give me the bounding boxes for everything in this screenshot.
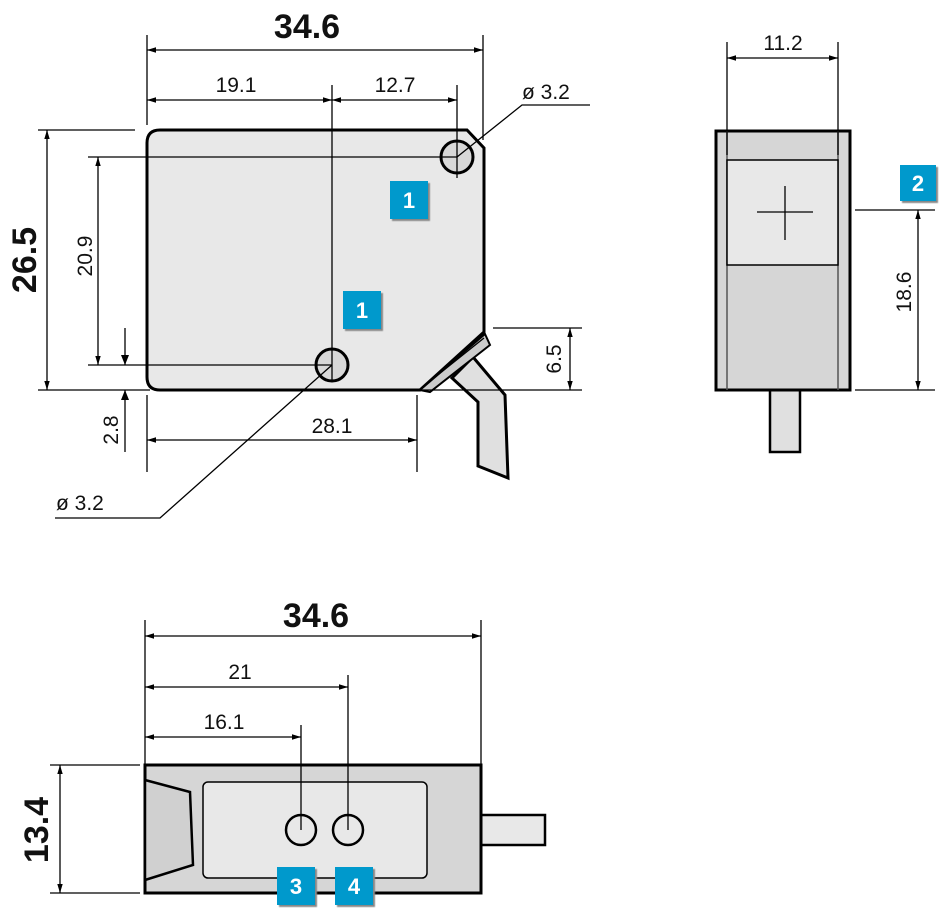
badge-background [277, 867, 315, 905]
dim-label-height: 26.5 [6, 227, 44, 293]
badge-number: 1 [403, 188, 415, 213]
dim-label-6-5: 6.5 [543, 344, 566, 373]
dim-label-13-4: 13.4 [18, 797, 56, 863]
callout-badge-2: 2 [900, 165, 936, 201]
side-view: 11.2 18.6 2 [714, 32, 936, 454]
dim-label-11-2: 11.2 [763, 32, 802, 55]
badge-background [900, 165, 936, 201]
sensor-cable [449, 354, 510, 481]
hole-diameter-bottom-label: ø 3.2 [56, 492, 104, 515]
badge-number: 1 [356, 298, 368, 323]
dim-label-12-7: 12.7 [375, 74, 416, 97]
callout-badge-3: 3 [277, 867, 315, 905]
housing-end-bevel [143, 778, 195, 882]
callout-badge-4: 4 [335, 867, 373, 905]
dim-label-19-1: 19.1 [216, 74, 257, 97]
callout-badge-1b: 1 [343, 291, 381, 329]
badge-background [343, 291, 381, 329]
bracket-edge-line [423, 337, 485, 387]
front-view: 34.6 19.1 12.7 ø 3.2 26.5 20.9 2.8 28.1 … [6, 8, 590, 519]
side-cable [768, 388, 802, 454]
leader-line [55, 364, 333, 519]
dim-arrowheads-2-8 [121, 355, 129, 400]
leader-line [456, 104, 590, 158]
badge-number: 2 [912, 171, 924, 196]
sensor-housing-front [145, 128, 486, 392]
dim-label-20-9: 20.9 [74, 236, 97, 277]
dim-label-bottom-width: 34.6 [283, 597, 349, 635]
dim-label-28-1: 28.1 [312, 415, 353, 438]
bottom-view: 34.6 21 16.1 13.4 3 4 [18, 597, 547, 905]
badge-background [390, 181, 428, 219]
dim-label-width: 34.6 [274, 8, 340, 46]
badge-background [335, 867, 373, 905]
dim-label-16-1: 16.1 [204, 711, 245, 734]
badge-number: 4 [348, 874, 361, 899]
callout-badge-1a: 1 [390, 181, 428, 219]
badge-number: 3 [290, 874, 302, 899]
bottom-cable [478, 813, 547, 847]
dim-label-2-8: 2.8 [100, 415, 123, 444]
dim-label-18-6: 18.6 [893, 272, 916, 313]
dim-label-21: 21 [228, 661, 251, 684]
hole-diameter-top-label: ø 3.2 [522, 81, 570, 104]
